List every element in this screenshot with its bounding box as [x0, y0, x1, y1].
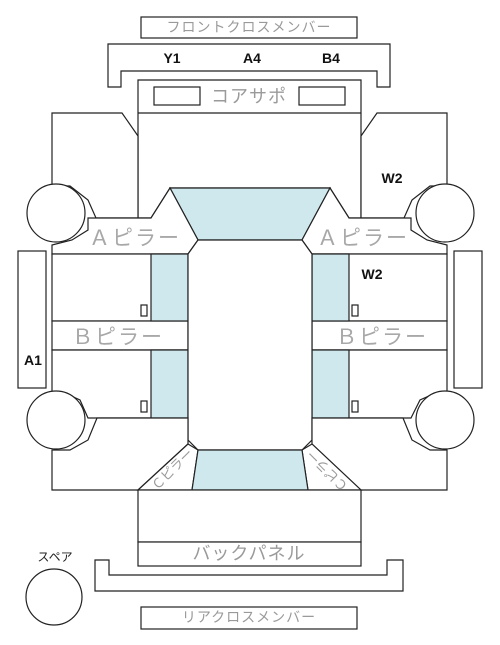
rear-bumper[interactable]: [94, 559, 404, 592]
rocker-panel-right[interactable]: [453, 250, 483, 389]
side-window-left-rear[interactable]: [150, 349, 189, 419]
code-front-left: Y1: [163, 50, 180, 66]
rear-door-handle-right: [351, 400, 359, 413]
rear-window[interactable]: [191, 449, 309, 491]
rocker-panel-left[interactable]: [17, 250, 47, 389]
wheel-front-right[interactable]: [415, 183, 475, 243]
front-cross-member-label: フロントクロスメンバー: [167, 20, 332, 36]
rear-quarter-right[interactable]: [311, 417, 448, 491]
front-cross-member-box[interactable]: [140, 16, 358, 39]
code-left-side: A1: [24, 352, 42, 368]
front-bumper[interactable]: [107, 43, 391, 88]
b-pillar-right-label: Ｂピラー: [336, 325, 428, 349]
a-pillar-left-label: Ａピラー: [89, 226, 181, 250]
rear-quarter-left[interactable]: [51, 417, 189, 491]
core-support-label: コアサポ: [211, 87, 287, 108]
back-panel[interactable]: [137, 541, 362, 567]
headlight-right[interactable]: [298, 86, 346, 106]
trunk-lid[interactable]: [137, 489, 362, 543]
rear-door-handle-left: [140, 400, 148, 413]
code-right-fender: W2: [382, 170, 403, 186]
wheel-rear-left[interactable]: [26, 390, 86, 450]
roof-panel[interactable]: [187, 239, 313, 451]
side-window-right-front[interactable]: [311, 253, 350, 322]
rear-cross-member-label: リアクロスメンバー: [182, 610, 316, 626]
b-pillar-left-label: Ｂピラー: [72, 325, 164, 349]
code-right-front-door: W2: [362, 266, 383, 282]
rear-cross-member-box[interactable]: [140, 606, 358, 630]
a-pillar-right-label: Ａピラー: [317, 226, 409, 250]
back-panel-label: バックパネル: [192, 544, 305, 565]
headlight-left[interactable]: [153, 86, 201, 106]
side-window-left-front[interactable]: [150, 253, 189, 322]
side-window-right-rear[interactable]: [311, 349, 350, 419]
front-door-handle-right: [351, 304, 359, 317]
code-front-right: B4: [322, 50, 340, 66]
spare-label: スペア: [37, 550, 72, 564]
front-door-handle-left: [140, 304, 148, 317]
code-front-center: A4: [243, 50, 261, 66]
spare-tire[interactable]: [25, 568, 83, 626]
wheel-front-left[interactable]: [26, 183, 86, 243]
wheel-rear-right[interactable]: [415, 390, 475, 450]
